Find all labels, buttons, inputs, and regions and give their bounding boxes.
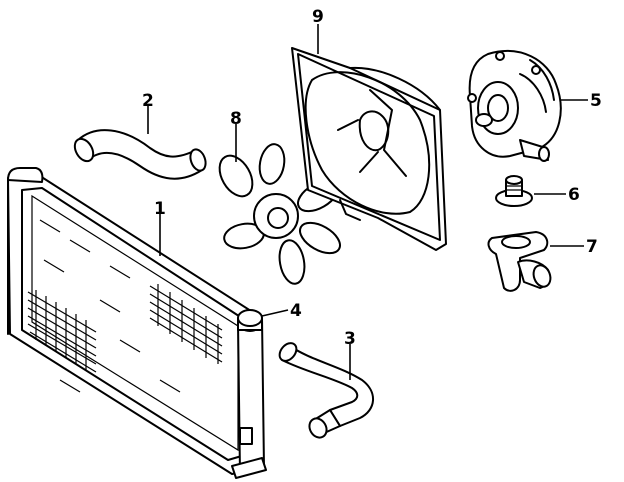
radiator-cap <box>237 309 263 332</box>
lower-radiator-hose <box>278 342 374 439</box>
callout-1: 1 <box>154 199 166 219</box>
thermostat-housing <box>487 231 552 292</box>
radiator <box>7 167 267 479</box>
callout-7: 7 <box>586 237 598 257</box>
callout-5: 5 <box>590 91 602 111</box>
radiator-texture <box>39 219 181 393</box>
water-pump <box>467 49 562 162</box>
callout-6: 6 <box>568 185 580 205</box>
callout-3: 3 <box>344 329 356 349</box>
callout-2: 2 <box>142 91 154 111</box>
callout-9: 9 <box>312 7 324 27</box>
radiator-fins-left <box>27 290 97 373</box>
fan-shroud <box>291 47 447 251</box>
thermostat <box>495 175 533 207</box>
leader-lines <box>147 24 588 380</box>
radiator-fins-right <box>149 284 223 364</box>
upper-radiator-hose <box>73 129 207 180</box>
callout-4: 4 <box>290 301 302 321</box>
callout-8: 8 <box>230 109 242 129</box>
